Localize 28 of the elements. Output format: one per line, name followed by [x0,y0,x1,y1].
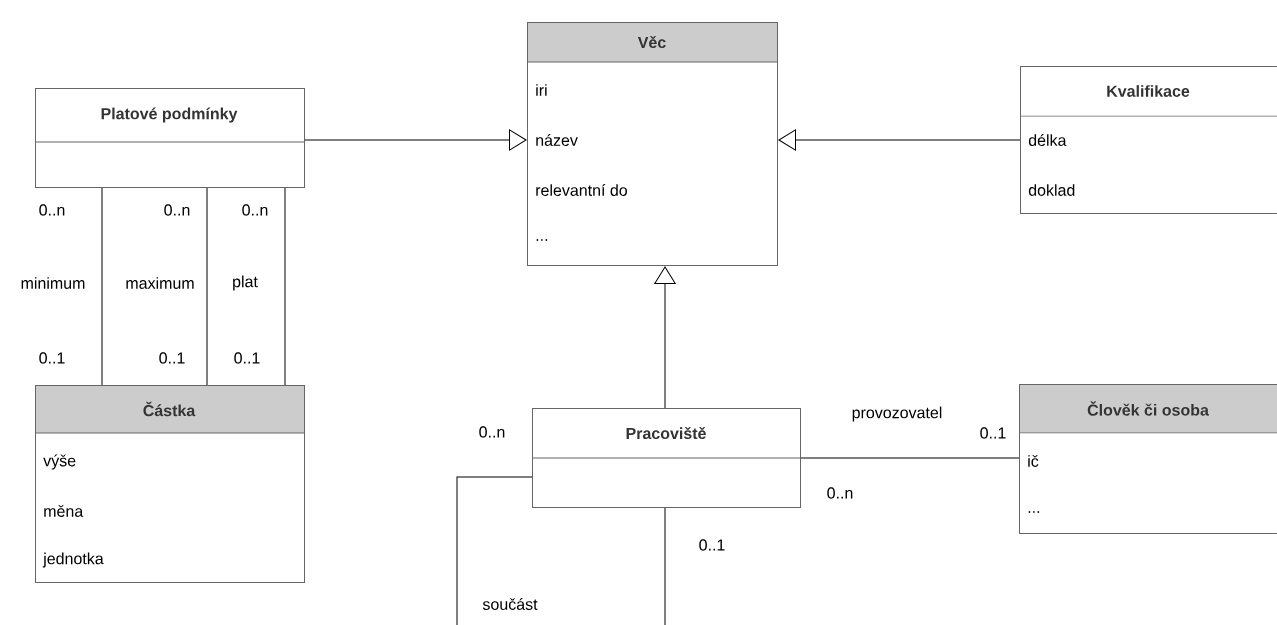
multiplicity-label: 0..n [479,426,505,438]
multiplicity-label: 0..n [39,204,65,216]
class-box: Člověk či osoba ič ... [1018,384,1277,534]
multiplicity-label: 0..1 [159,352,185,364]
multiplicity-label: 0..1 [39,352,65,364]
edge-label: maximum [124,276,196,290]
edge-label: minimum [19,276,87,290]
connector [778,129,1021,151]
multiplicity-label: 0..1 [699,539,725,551]
class-box: Pracoviště [531,408,801,508]
class-box: Kvalifikace délka doklad [1019,66,1277,214]
connector [800,457,1020,459]
edge-label: součást [481,597,539,611]
connector [101,187,103,386]
connector [284,187,286,386]
multiplicity-label: 0..n [242,204,268,216]
multiplicity-label: 0..n [164,204,190,216]
class-box: Částka výše měna jednotka [34,385,305,583]
multiplicity-label: 0..n [827,487,853,499]
connector [456,476,666,625]
edge-label: plat [231,274,259,292]
multiplicity-label: 0..1 [234,352,260,364]
class-box: Věc iri název relevantní do ... [526,22,778,266]
connector [654,266,676,409]
connector [304,129,527,151]
class-box: Platové podmínky [34,88,305,188]
edge-label: provozovatel [850,405,944,423]
connector [206,187,208,386]
